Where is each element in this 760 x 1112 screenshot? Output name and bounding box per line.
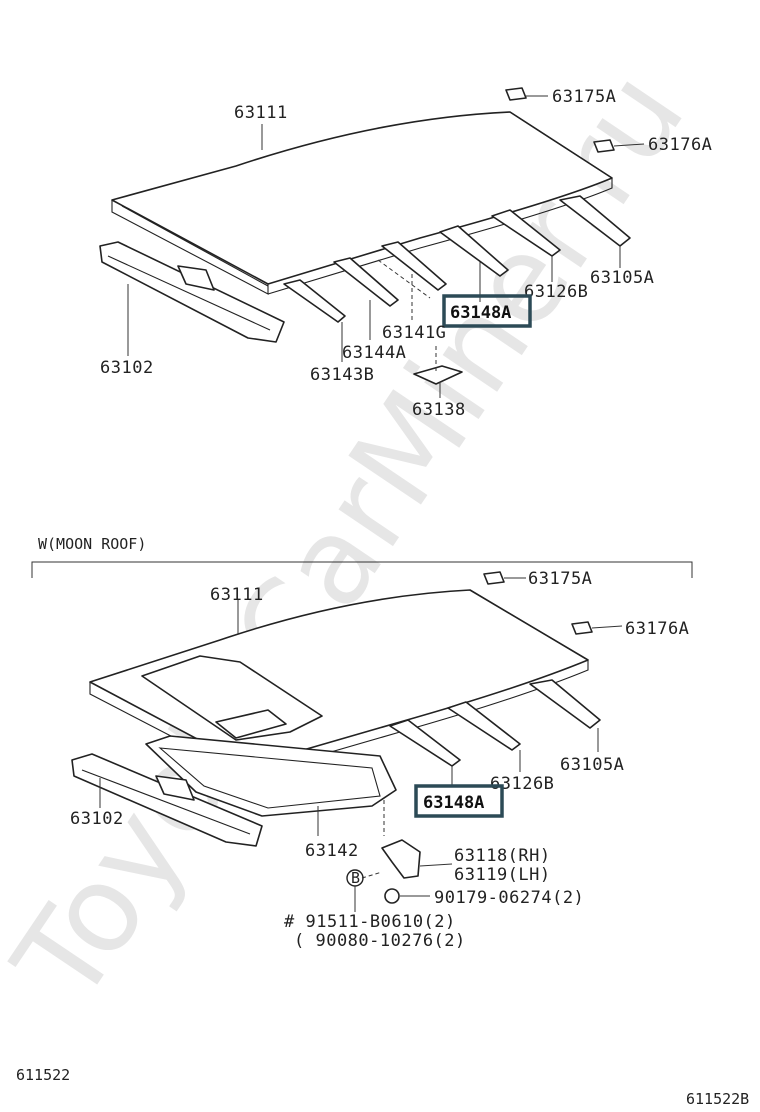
moon-roof-section-header: W(MOON ROOF) (31, 535, 693, 578)
bottom-bracket-63176a (571, 621, 593, 635)
bottom-roof-assembly: 63111 63175A 63176A 63105A 63126B 63148A… (70, 569, 689, 951)
label-91511: # 91511-B0610(2) (284, 912, 456, 932)
label-63144a-top: 63144A (342, 343, 406, 363)
label-63176a-top: 63176A (648, 135, 712, 155)
bottom-bracket-63175a (483, 571, 505, 585)
label-63126b-top: 63126B (524, 282, 588, 302)
top-roof-bows (283, 195, 631, 323)
label-63102-bottom: 63102 (70, 809, 124, 829)
label-63138-top: 63138 (412, 400, 466, 420)
label-63105a-bottom: 63105A (560, 755, 624, 775)
label-63126b-bottom: 63126B (490, 774, 554, 794)
label-90179: 90179-06274(2) (434, 888, 584, 908)
bottom-bracket-63118 (381, 839, 421, 879)
highlight-63148a-top (442, 294, 532, 328)
bottom-nut (384, 888, 400, 904)
label-63105a-top: 63105A (590, 268, 654, 288)
top-clip-63138 (413, 365, 463, 385)
label-63143b-top: 63143B (310, 365, 374, 385)
top-roof-assembly: 63111 63175A 63176A 63105A 63126B 63148A… (99, 87, 712, 420)
bottom-sunroof-housing (145, 735, 397, 817)
label-63111-bottom: 63111 (210, 585, 264, 605)
label-63148a-bottom: 63148A (423, 793, 484, 813)
highlight-63148a-bottom (414, 784, 504, 818)
bolt-marker-letter: B (351, 869, 360, 887)
top-bracket-63175a (505, 87, 527, 101)
diagram-id-right: 611522B (686, 1090, 749, 1108)
diagram-id-left: 611522 (16, 1066, 70, 1084)
label-63175a-top: 63175A (552, 87, 616, 107)
label-63119-lh: 63119(LH) (454, 865, 551, 885)
top-bracket-63176a (593, 139, 615, 153)
label-63141g-top: 63141G (382, 323, 446, 343)
bottom-front-header (71, 753, 263, 847)
bottom-roof-bows (389, 679, 601, 767)
top-front-header (99, 241, 285, 343)
label-63175a-bottom: 63175A (528, 569, 592, 589)
label-90080: ( 90080-10276(2) (294, 931, 466, 951)
label-63111-top: 63111 (234, 103, 288, 123)
label-63148a-top: 63148A (450, 303, 511, 323)
label-63142-bottom: 63142 (305, 841, 359, 861)
section-label: W(MOON ROOF) (38, 535, 146, 553)
label-63176a-bottom: 63176A (625, 619, 689, 639)
label-63102-top: 63102 (100, 358, 154, 378)
label-63118-rh: 63118(RH) (454, 846, 551, 866)
